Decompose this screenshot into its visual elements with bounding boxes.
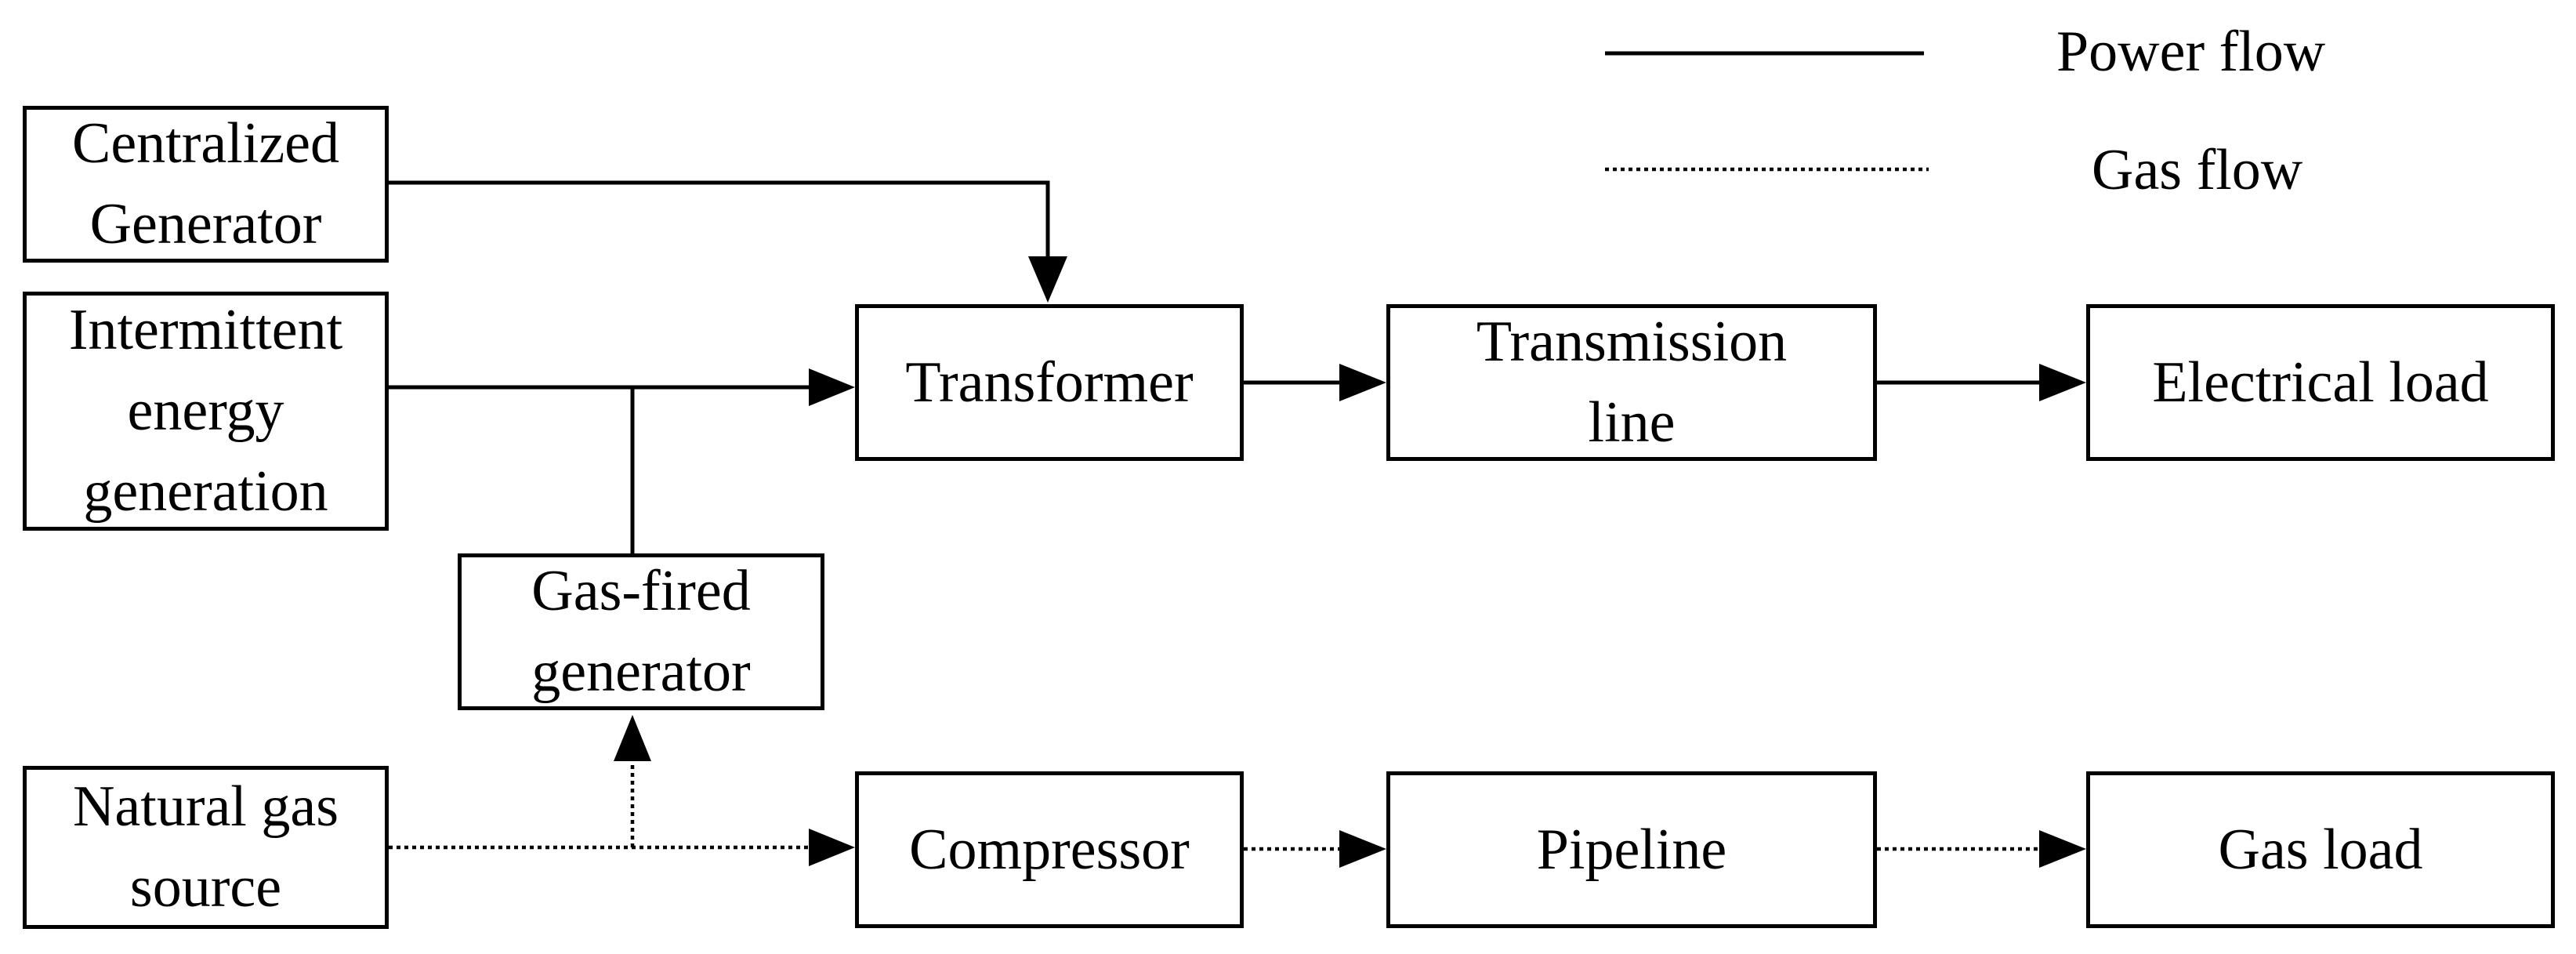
arrowhead-to-gas-load — [2039, 830, 2086, 868]
transformer-label: Transformer — [905, 350, 1194, 415]
compressor-box: Compressor — [855, 771, 1244, 928]
intermittent-energy-generation-label-line-2: energy — [127, 379, 284, 443]
intermittent-energy-generation-box: Intermittent energy generation — [23, 292, 389, 531]
arrowhead-to-transformer-left — [809, 368, 855, 406]
transmission-line-label-line-2: line — [1588, 390, 1676, 455]
gas-load-label: Gas load — [2218, 817, 2423, 882]
gas-fired-generator-box: Gas-fired generator — [458, 553, 824, 710]
transmission-line-label-line-1: Transmission — [1476, 310, 1788, 374]
centralized-generator-label-line-2: Generator — [89, 192, 322, 256]
arrowhead-to-transformer-top — [1028, 256, 1067, 303]
centralized-generator-box: Centralized Generator — [23, 106, 389, 263]
edge-centralized-generator-to-transformer — [389, 180, 1050, 256]
arrowhead-to-transmission-line — [1339, 364, 1386, 401]
gas-fired-generator-label-line-2: generator — [531, 640, 751, 704]
transmission-line-box: Transmission line — [1386, 304, 1877, 461]
intermittent-energy-generation-label-line-1: Intermittent — [68, 298, 343, 362]
natural-gas-source-label-line-2: source — [129, 855, 282, 920]
gas-load-box: Gas load — [2086, 771, 2555, 928]
electrical-load-label: Electrical load — [2152, 350, 2489, 415]
compressor-label: Compressor — [909, 817, 1190, 882]
intermittent-energy-generation-label-line-3: generation — [83, 459, 328, 524]
legend-gas-flow-label: Gas flow — [2092, 138, 2303, 202]
natural-gas-source-box: Natural gas source — [23, 766, 389, 929]
arrowhead-to-pipeline — [1339, 830, 1386, 868]
transformer-box: Transformer — [855, 304, 1244, 461]
legend-power-flow-label: Power flow — [2056, 20, 2326, 84]
arrowhead-to-compressor — [809, 829, 855, 866]
gas-fired-generator-label-line-1: Gas-fired — [531, 559, 751, 623]
arrowhead-to-electrical-load — [2039, 364, 2086, 401]
pipeline-box: Pipeline — [1386, 771, 1877, 928]
natural-gas-source-label-line-1: Natural gas — [72, 774, 339, 839]
pipeline-label: Pipeline — [1536, 817, 1727, 882]
arrowhead-to-gas-fired-generator — [614, 715, 651, 761]
electrical-load-box: Electrical load — [2086, 304, 2555, 461]
centralized-generator-label-line-1: Centralized — [71, 111, 340, 176]
